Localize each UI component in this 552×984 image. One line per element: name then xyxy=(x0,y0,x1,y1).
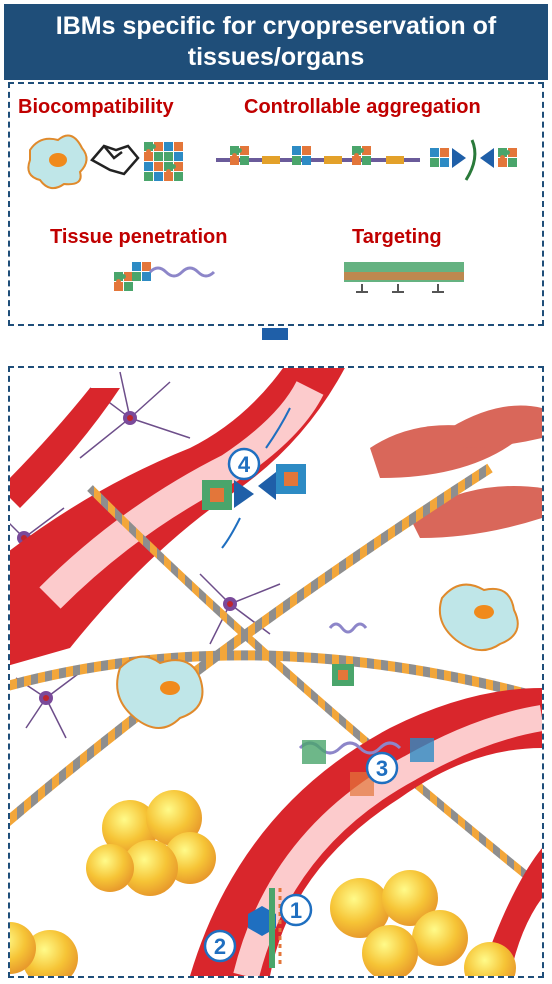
marker-2: 2 xyxy=(203,929,237,963)
label-targeting: Targeting xyxy=(352,226,442,248)
marker-4: 4 xyxy=(227,447,261,481)
targeting-icon xyxy=(344,262,464,293)
down-arrow-icon xyxy=(262,328,288,340)
marker-3-label: 3 xyxy=(376,756,388,781)
tissue-penetration-icon xyxy=(114,262,216,291)
marker-2-label: 2 xyxy=(214,934,226,959)
marker-1-label: 1 xyxy=(290,898,302,923)
label-biocompatibility: Biocompatibility xyxy=(18,96,174,118)
tissue-scene: 4 3 1 2 xyxy=(10,368,542,976)
blood-vessel-upper xyxy=(10,368,345,666)
ibm-penetration-site xyxy=(298,622,434,796)
neuron-cells xyxy=(10,371,281,739)
collagen-fibers xyxy=(10,463,542,892)
adipocytes xyxy=(10,790,516,976)
marker-1: 1 xyxy=(279,893,313,927)
ibm-targeting-site xyxy=(248,888,282,968)
cells xyxy=(116,583,519,729)
cell-icon xyxy=(27,134,88,190)
feature-illustrations xyxy=(27,134,517,340)
aggregation-chain-icon xyxy=(216,146,420,165)
handshake-icon xyxy=(90,144,140,176)
muscle-cells xyxy=(370,405,542,538)
title-text: IBMs specific for cryopreservation of ti… xyxy=(55,12,497,71)
marker-3: 3 xyxy=(365,751,399,785)
marker-4-label: 4 xyxy=(238,452,251,477)
label-controllable-aggregation: Controllable aggregation xyxy=(244,96,481,118)
ibm-aggregation-site xyxy=(202,407,306,549)
tissue-scene-panel: 4 3 1 2 xyxy=(8,366,544,978)
puzzle-cluster-icon xyxy=(144,142,183,181)
label-tissue-penetration: Tissue penetration xyxy=(50,226,228,248)
aggregation-arrows-icon xyxy=(430,139,517,181)
feature-panel xyxy=(8,82,544,326)
figure-title: IBMs specific for cryopreservation of ti… xyxy=(4,4,548,80)
